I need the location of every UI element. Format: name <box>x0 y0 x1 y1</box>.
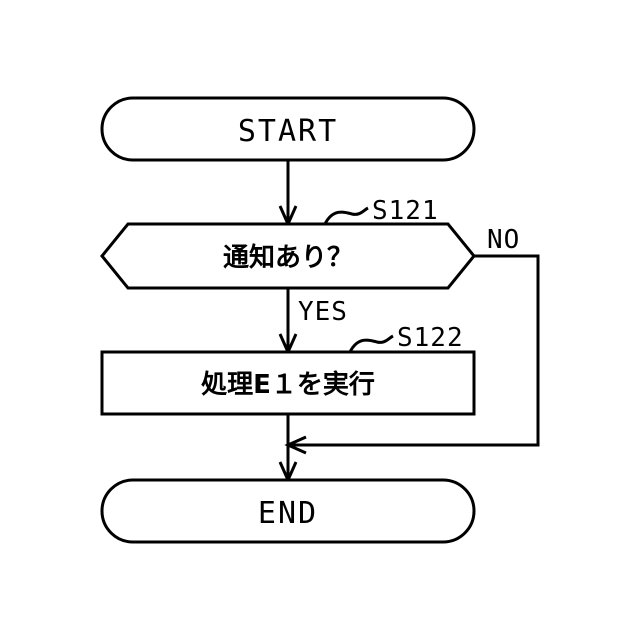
process-label: 処理E１を実行 <box>201 369 375 400</box>
end-label: END <box>258 496 318 531</box>
step-tag-s121: S121 <box>325 196 439 226</box>
process-node: 処理E１を実行 <box>102 352 474 414</box>
yes-branch-label: YES <box>298 297 348 327</box>
decision-label: 通知あり？ <box>223 243 353 273</box>
end-node: END <box>102 480 474 542</box>
no-branch-label: NO <box>487 225 520 255</box>
step-id-s121: S121 <box>372 196 439 226</box>
step-tag-leader-line <box>350 336 393 352</box>
start-node: START <box>102 98 474 160</box>
start-label: START <box>238 114 338 149</box>
step-tag-s122: S122 <box>350 323 464 353</box>
step-tag-leader-line <box>325 208 368 224</box>
decision-node: 通知あり？ <box>102 224 474 288</box>
step-id-s122: S122 <box>397 323 464 353</box>
